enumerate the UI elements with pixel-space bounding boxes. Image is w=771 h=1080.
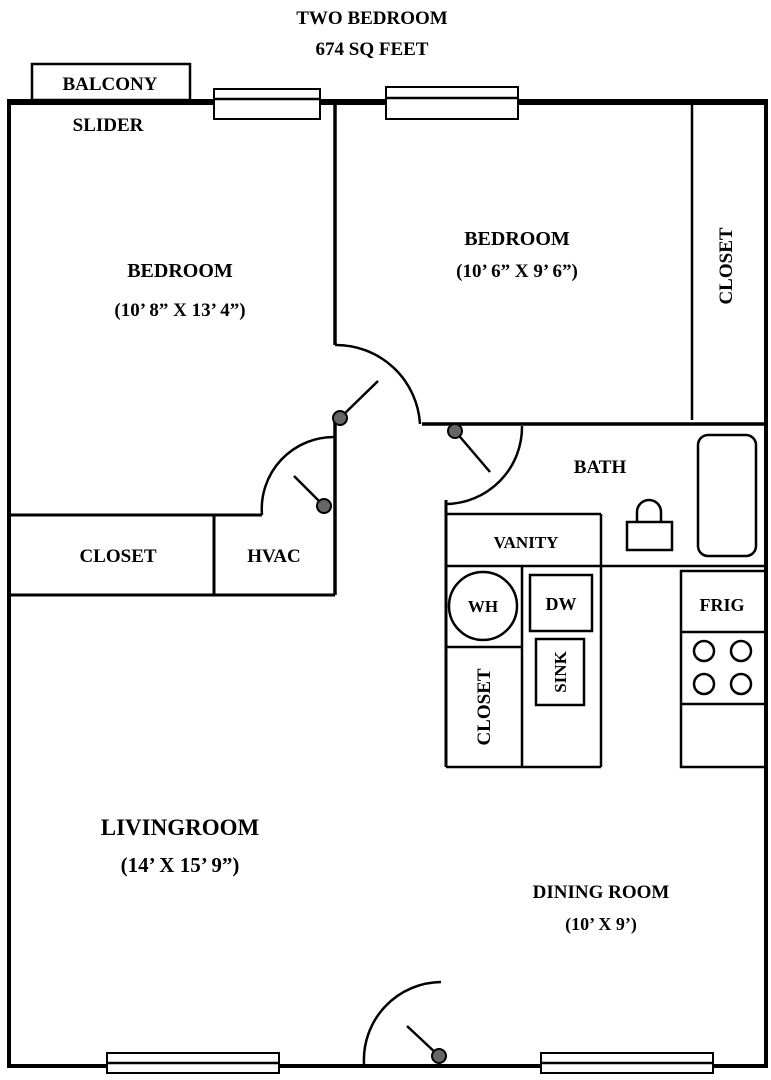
water-heater-icon: [447, 570, 519, 642]
fridge-stove-cabinet: [679, 569, 768, 769]
balcony-label: BALCONY: [62, 74, 157, 95]
bedroom-left-label: BEDROOM: [127, 260, 233, 282]
door-bedroom-right: [332, 343, 422, 426]
closet-left-label: CLOSET: [79, 546, 156, 567]
dishwasher-box: [528, 573, 594, 633]
vanity-label: VANITY: [494, 533, 559, 552]
bath-label: BATH: [574, 457, 627, 478]
bathtub: [696, 433, 758, 558]
sink-box: [534, 637, 586, 707]
door-entry: [362, 980, 447, 1065]
closet-kitchen-label: CLOSET: [474, 668, 495, 745]
window-top-2: [385, 86, 519, 120]
dining-room-label: DINING ROOM: [533, 882, 670, 903]
plan-area: 674 SQ FEET: [316, 39, 429, 60]
dw-label: DW: [546, 594, 577, 614]
toilet-icon: [625, 498, 674, 552]
door-bedroom-left: [260, 435, 336, 516]
stove-burners-icon: [692, 639, 753, 696]
wh-label: WH: [468, 597, 498, 616]
sink-label: SINK: [551, 650, 570, 692]
frig-label: FRIG: [700, 595, 745, 615]
interior-walls: [9, 102, 766, 769]
bedroom-right-dims: (10’ 6” X 9’ 6”): [456, 261, 578, 282]
bedroom-left-dims: (10’ 8” X 13’ 4”): [114, 300, 245, 321]
window-top-1: [213, 88, 321, 120]
bedroom-right-label: BEDROOM: [464, 228, 570, 250]
plan-title: TWO BEDROOM: [296, 8, 448, 29]
hvac-label: HVAC: [247, 546, 301, 567]
living-room-dims: (14’ X 15’ 9”): [121, 853, 240, 877]
living-room-label: LIVINGROOM: [101, 815, 260, 840]
closet-right-label: CLOSET: [716, 227, 737, 304]
slider-label: SLIDER: [73, 115, 144, 136]
dining-room-dims: (10’ X 9’): [565, 914, 637, 935]
door-bath: [445, 423, 524, 506]
